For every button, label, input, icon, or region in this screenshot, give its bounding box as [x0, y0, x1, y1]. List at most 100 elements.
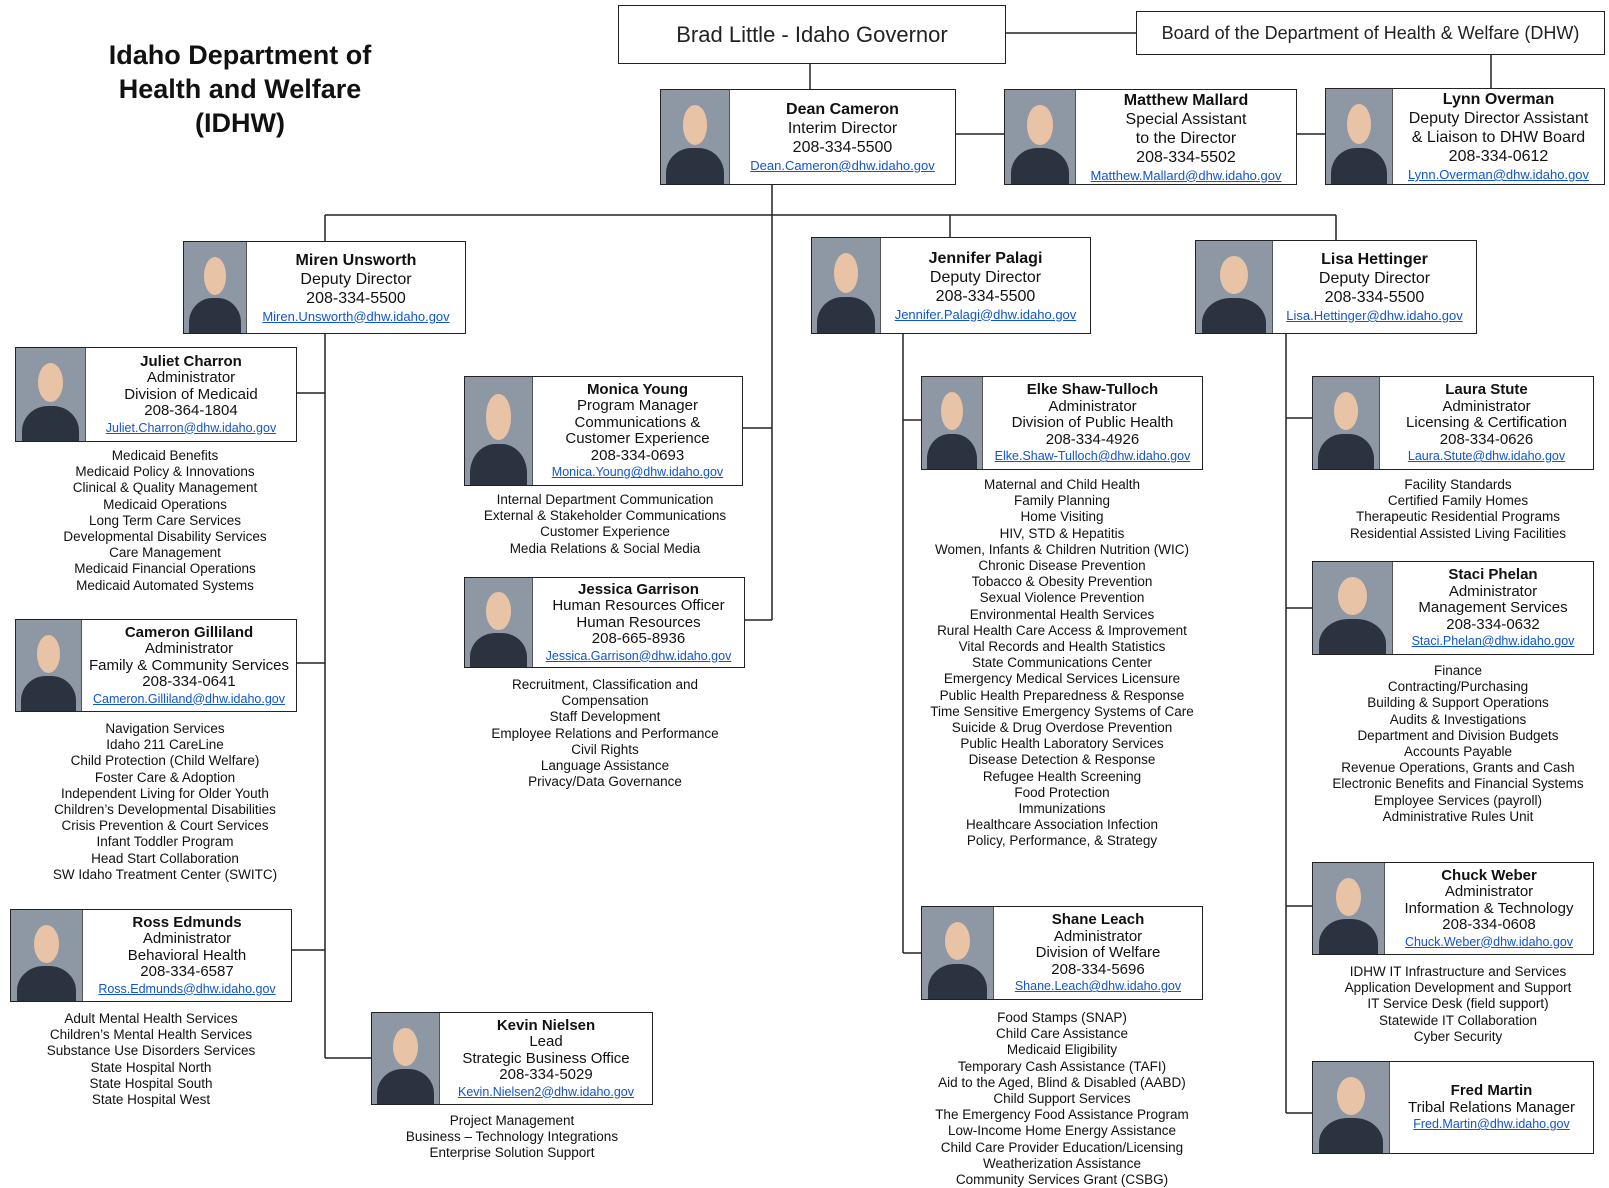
service-item: Public Health Preparedness & Response	[939, 687, 1185, 703]
person-name: Staci Phelan	[1448, 566, 1538, 583]
service-item: Certified Family Homes	[1387, 493, 1529, 509]
service-item: Internal Department Communication	[496, 492, 714, 507]
agency-title: Idaho Department of Health and Welfare (…	[95, 38, 385, 140]
photo-head	[1338, 576, 1367, 616]
email-link[interactable]: Laura.Stute@dhw.idaho.gov	[1407, 449, 1566, 463]
service-item: SW Idaho Treatment Center (SWITC)	[52, 866, 278, 882]
photo-body	[21, 405, 80, 441]
service-item: Foster Care & Adoption	[94, 769, 236, 785]
person-name: Jennifer Palagi	[928, 249, 1043, 267]
person-detail: Human Resources Officer	[552, 597, 725, 614]
service-item: Facility Standards	[1404, 477, 1512, 492]
email-link[interactable]: Fred.Martin@dhw.idaho.gov	[1413, 1117, 1570, 1131]
service-item: Compensation	[561, 693, 649, 709]
person-detail: Administrator	[146, 369, 236, 386]
email-link[interactable]: Lisa.Hettinger@dhw.idaho.gov	[1286, 308, 1463, 323]
service-item: Statewide IT Collaboration	[1378, 1012, 1538, 1028]
photo-head	[203, 256, 227, 295]
email-link[interactable]: Monica.Young@dhw.idaho.gov	[551, 465, 724, 480]
service-item: Civil Rights	[571, 741, 639, 757]
photo-head	[1347, 104, 1371, 145]
person-detail: Deputy Director	[300, 270, 412, 288]
service-item: Project Management	[449, 1113, 575, 1128]
young-photo	[465, 377, 533, 485]
mallard-photo	[1005, 90, 1076, 184]
photo-head	[393, 1027, 418, 1066]
email-link[interactable]: Shane.Leach@dhw.idaho.gov	[1014, 979, 1182, 993]
photo-body	[1202, 298, 1266, 333]
email-link[interactable]: Chuck.Weber@dhw.idaho.gov	[1404, 934, 1574, 949]
person-name: Shane Leach	[1051, 911, 1145, 928]
photo-head	[941, 391, 963, 431]
email-link[interactable]: Miren.Unsworth@dhw.idaho.gov	[262, 308, 450, 324]
service-item: Child Protection (Child Welfare)	[70, 753, 260, 769]
email-link[interactable]: Matthew.Mallard@dhw.idaho.gov	[1090, 167, 1282, 183]
service-item: Substance Use Disorders Services	[46, 1043, 256, 1059]
person-detail: Administrator	[1048, 397, 1137, 415]
email-link[interactable]: Juliet.Charron@dhw.idaho.gov	[105, 420, 277, 435]
board-label: Board of the Department of Health & Welf…	[1161, 22, 1580, 43]
service-item: Disease Detection & Response	[968, 752, 1156, 768]
photo-head	[486, 592, 511, 630]
phelan-photo	[1313, 562, 1393, 654]
photo-head	[1335, 877, 1362, 916]
person-detail: Family & Community Services	[88, 656, 290, 674]
person-detail: 208-334-6587	[140, 963, 234, 980]
photo-head	[36, 634, 61, 673]
email-link[interactable]: Jessica.Garrison@dhw.idaho.gov	[545, 648, 732, 663]
service-item: Crisis Prevention & Court Services	[61, 818, 269, 834]
service-item: Application Development and Support	[1344, 980, 1572, 996]
person-detail: 208-334-5500	[792, 139, 893, 156]
email-link[interactable]: Dean.Cameron@dhw.idaho.gov	[750, 158, 935, 173]
service-item: Recruitment, Classification and	[511, 677, 699, 692]
service-item: Revenue Operations, Grants and Cash	[1341, 760, 1575, 776]
person-name: Cameron Gilliland	[124, 623, 254, 641]
email-link[interactable]: Jennifer.Palagi@dhw.idaho.gov	[894, 306, 1077, 322]
photo-head	[486, 394, 511, 440]
service-item: State Hospital West	[91, 1092, 211, 1108]
service-item: Privacy/Data Governance	[528, 774, 682, 790]
person-detail: 208-334-5502	[1136, 148, 1236, 166]
person-name: Kevin Nielsen	[496, 1016, 596, 1034]
board-box: Board of the Department of Health & Welf…	[1136, 11, 1605, 55]
palagi-photo	[812, 238, 881, 333]
email-link[interactable]: Kevin.Nielsen2@dhw.idaho.gov	[458, 1084, 634, 1099]
service-item: Child Care Assistance	[995, 1026, 1129, 1042]
email-link[interactable]: Cameron.Gilliland@dhw.idaho.gov	[93, 691, 285, 706]
governor-label: Brad Little - Idaho Governor	[676, 21, 948, 47]
person-detail: Deputy Director Assistant	[1408, 110, 1589, 127]
person-detail: 208-334-5500	[306, 289, 406, 307]
service-item: Public Health Laboratory Services	[960, 736, 1164, 752]
service-item: Medicaid Benefits	[111, 448, 219, 463]
person-detail: Administrator	[144, 640, 234, 657]
photo-body	[666, 148, 724, 184]
photo-body	[927, 964, 988, 999]
photo-body	[1331, 147, 1387, 184]
nielsen-photo	[372, 1013, 440, 1104]
director-photo	[661, 90, 730, 184]
photo-head	[38, 362, 63, 402]
service-item: Residential Assisted Living Facilities	[1349, 525, 1567, 541]
email-link[interactable]: Staci.Phelan@dhw.idaho.gov	[1411, 634, 1575, 648]
person-name: Monica Young	[586, 380, 689, 398]
agency-title-line-3: (IDHW)	[195, 108, 285, 138]
email-link[interactable]: Lynn.Overman@dhw.idaho.gov	[1407, 167, 1590, 182]
email-link[interactable]: Elke.Shaw-Tulloch@dhw.idaho.gov	[994, 449, 1191, 463]
person-detail: Deputy Director	[1318, 270, 1431, 287]
service-item: Medicaid Operations	[103, 496, 227, 512]
person-detail: Division of Welfare	[1035, 944, 1161, 961]
service-item: Building & Support Operations	[1367, 695, 1549, 711]
service-item: Business – Technology Integrations	[405, 1129, 619, 1145]
person-detail: 208-334-0608	[1442, 916, 1536, 933]
service-item: Accounts Payable	[1403, 744, 1513, 760]
email-link[interactable]: Ross.Edmunds@dhw.idaho.gov	[98, 981, 276, 996]
leach-photo	[922, 907, 994, 999]
person-detail: Behavioral Health	[127, 946, 247, 964]
